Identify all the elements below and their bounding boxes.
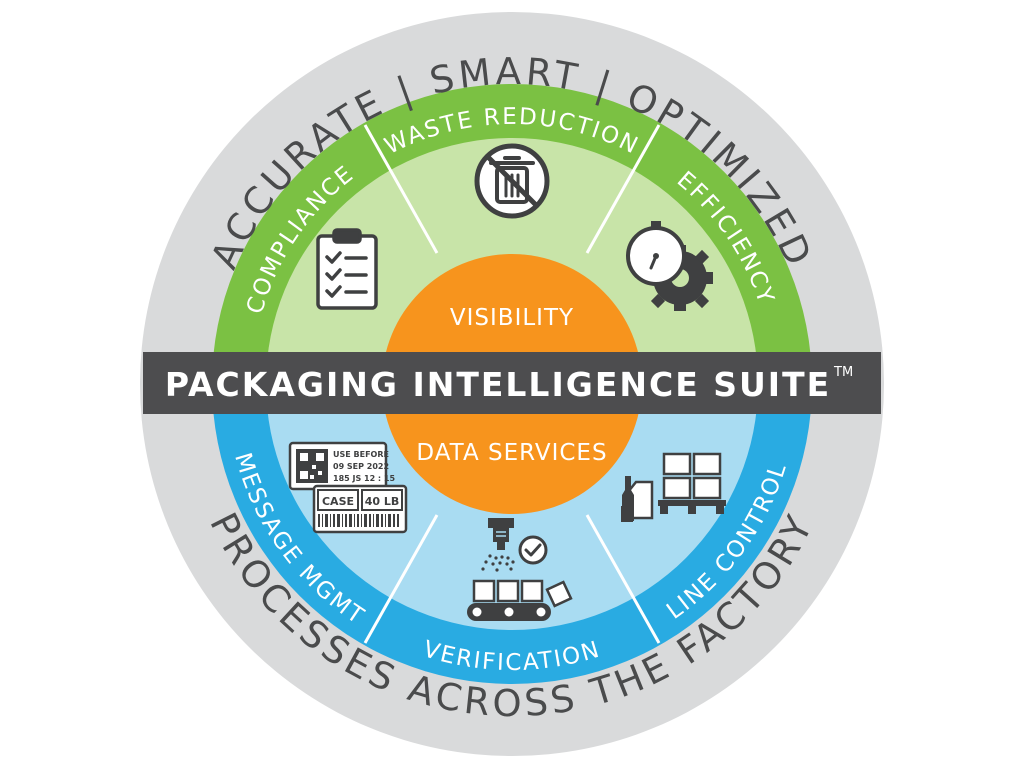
label-code: 185 JS 12 : 15 <box>333 474 395 483</box>
pallet-boxes-icon <box>621 452 726 522</box>
clipboard-checklist-icon <box>316 228 378 310</box>
stopwatch-gear-icon <box>626 221 713 311</box>
printer-conveyor-icon <box>467 518 573 621</box>
core-bottom-label: DATA SERVICES <box>416 440 607 466</box>
label-use-before: USE BEFORE <box>333 450 389 459</box>
label-date: 09 SEP 2022 <box>333 462 389 471</box>
qr-code-icon <box>296 449 328 483</box>
banner-trademark: TM <box>833 365 853 380</box>
label-barcode-icon: USE BEFORE 09 SEP 2022 185 JS 12 : 15 CA… <box>288 441 408 534</box>
label-weight: 40 LB <box>365 495 400 508</box>
core-top-label: VISIBILITY <box>450 305 574 331</box>
segment-dividers <box>363 124 661 644</box>
barcode-icon <box>318 514 399 527</box>
banner-title: PACKAGING INTELLIGENCE SUITE <box>165 365 831 404</box>
label-case: CASE <box>322 495 354 508</box>
banner-bar <box>143 352 881 414</box>
no-trash-icon <box>474 143 550 219</box>
